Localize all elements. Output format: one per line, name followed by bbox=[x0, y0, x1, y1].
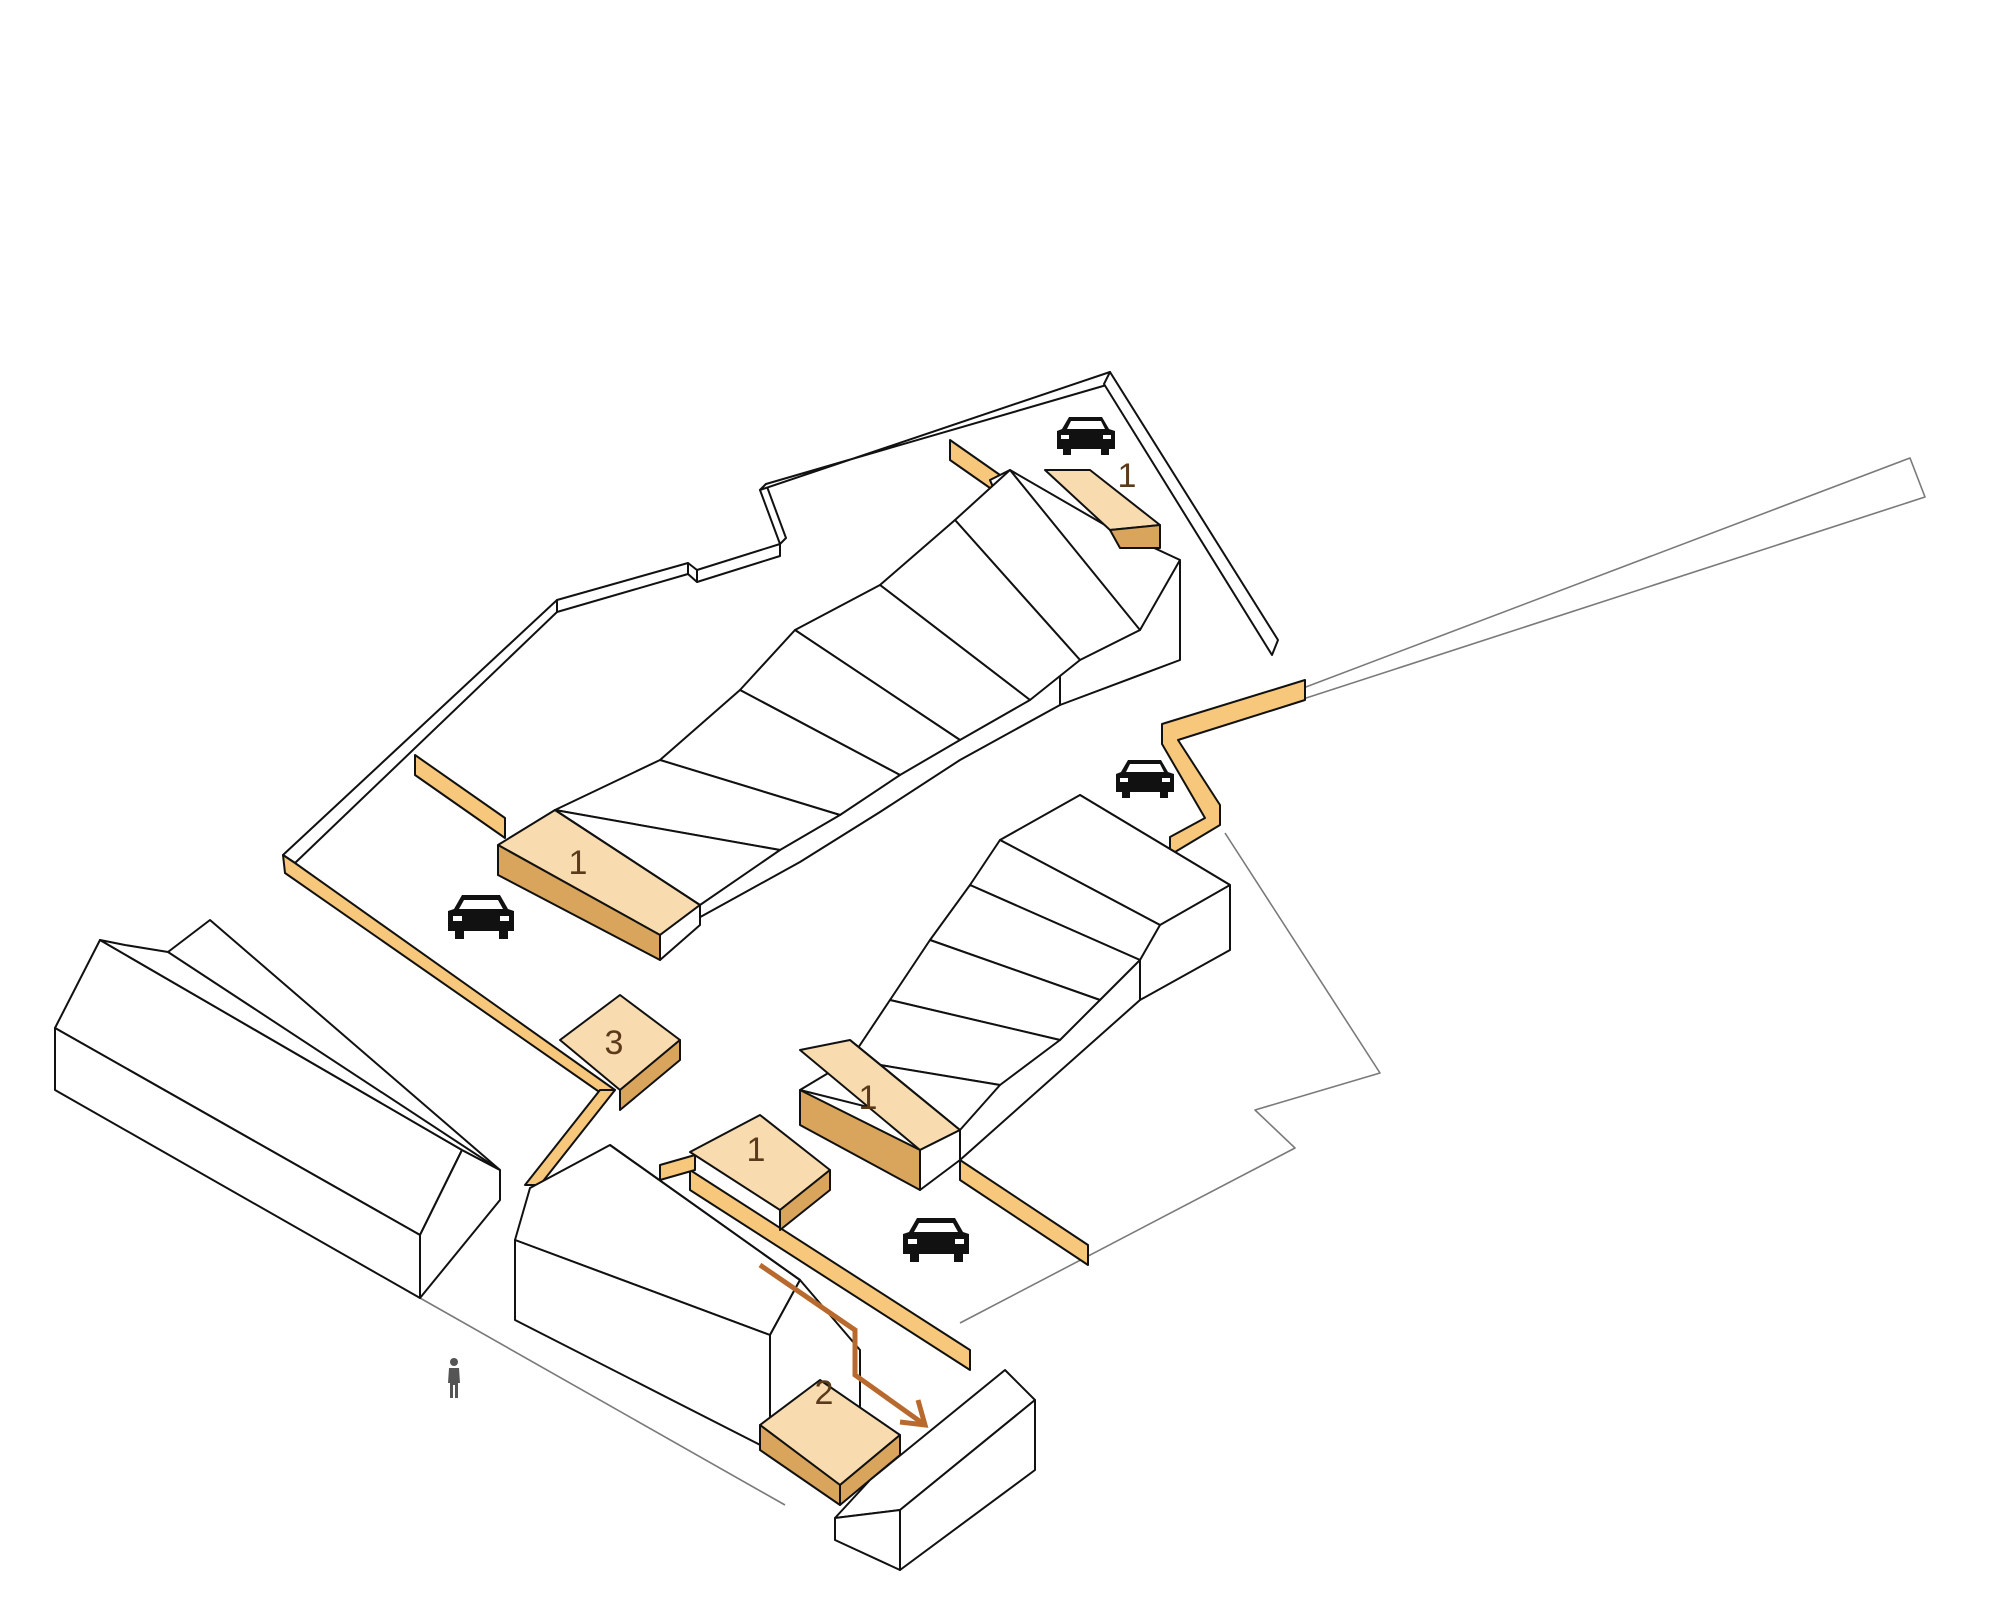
zone-label: 1 bbox=[569, 844, 588, 882]
wall-west-stub bbox=[414, 754, 506, 839]
wall-courtyard-stub bbox=[659, 1154, 696, 1181]
car-icon bbox=[1057, 417, 1115, 455]
car-icon bbox=[1116, 760, 1174, 798]
wall-east-south bbox=[959, 1159, 1089, 1266]
perimeter-wall bbox=[282, 371, 1279, 864]
wall-east-zigzag bbox=[1161, 679, 1306, 856]
courtyard-building bbox=[514, 1144, 901, 1506]
car-icon bbox=[448, 895, 514, 939]
zone-1-courtyard-block bbox=[689, 1114, 831, 1231]
north-building-row bbox=[497, 469, 1181, 961]
wall-south bbox=[689, 1169, 971, 1371]
zone-label: 1 bbox=[859, 1079, 878, 1117]
route-arrow-icon bbox=[758, 1262, 929, 1428]
zone-1-north-block bbox=[1044, 469, 1161, 549]
zone-label: 3 bbox=[605, 1024, 624, 1062]
zone-label: 1 bbox=[1118, 457, 1137, 495]
south-building bbox=[834, 1369, 1036, 1571]
zone-label: 2 bbox=[815, 1374, 834, 1412]
car-icon bbox=[903, 1218, 969, 1262]
site-boundary bbox=[419, 457, 1926, 1506]
person-icon bbox=[448, 1358, 460, 1398]
east-building-row bbox=[799, 794, 1231, 1191]
orange-walls bbox=[282, 439, 1306, 1371]
zone-label: 1 bbox=[747, 1131, 766, 1169]
west-building bbox=[54, 919, 501, 1299]
zone-3-block bbox=[559, 994, 681, 1111]
